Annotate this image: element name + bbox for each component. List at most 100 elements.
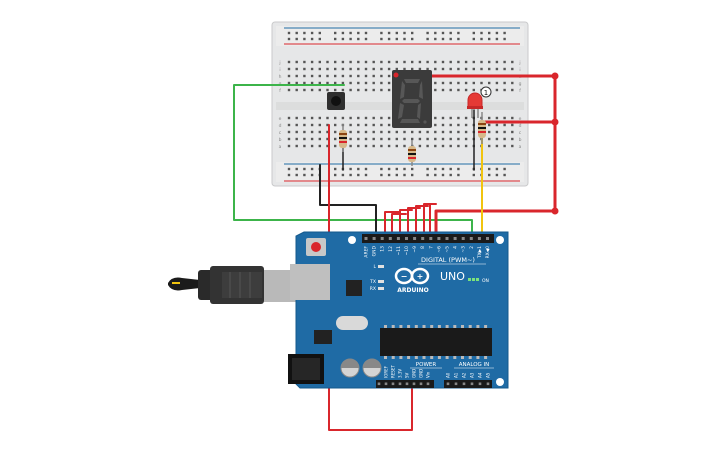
breadboard-hole xyxy=(364,123,368,127)
breadboard-hole xyxy=(403,60,406,64)
row-letter: j xyxy=(518,60,520,66)
rail-hole xyxy=(303,173,306,177)
breadboard-hole xyxy=(334,60,337,64)
header-pin[interactable] xyxy=(486,237,489,240)
power-pin-label: IOREF xyxy=(384,365,389,378)
breadboard-hole xyxy=(303,137,306,141)
breadboard-hole xyxy=(310,116,314,120)
rail-hole xyxy=(434,173,437,177)
header-pin[interactable] xyxy=(446,382,450,386)
bottom-header-holes xyxy=(377,382,490,386)
breadboard-hole xyxy=(503,81,506,85)
rail-hole xyxy=(287,167,291,171)
breadboard-hole xyxy=(503,144,506,148)
header-pin[interactable] xyxy=(478,382,482,386)
header-pin[interactable] xyxy=(419,382,423,386)
analog-pin-label: A3 xyxy=(470,372,475,378)
chip-pin xyxy=(422,325,426,328)
rail-hole xyxy=(503,167,506,171)
breadboard-hole xyxy=(411,67,414,71)
breadboard-hole xyxy=(357,130,360,134)
header-pin[interactable] xyxy=(380,237,384,240)
rail-hole xyxy=(318,31,321,35)
header-pin[interactable] xyxy=(413,237,417,240)
digital-pin-label: ~5 xyxy=(445,246,451,253)
header-pin[interactable] xyxy=(477,237,481,240)
breadboard-hole xyxy=(341,116,345,120)
header-pin[interactable] xyxy=(461,237,465,240)
header-pin[interactable] xyxy=(445,237,449,240)
header-pin[interactable] xyxy=(454,382,458,386)
breadboard-hole xyxy=(395,137,398,141)
rail-hole xyxy=(380,31,383,35)
rail-hole xyxy=(480,37,483,41)
breadboard-hole xyxy=(334,130,337,134)
header-pin[interactable] xyxy=(405,382,409,386)
digital-pin-label: 7 xyxy=(428,246,434,249)
breadboard-hole xyxy=(349,67,352,71)
analog-pin-label: A2 xyxy=(462,372,467,378)
header-pin[interactable] xyxy=(453,237,457,240)
chip-pin xyxy=(484,325,488,328)
header-pin[interactable] xyxy=(405,237,408,240)
breadboard-hole xyxy=(495,137,499,141)
breadboard-hole xyxy=(457,60,460,64)
reset-button-cap[interactable] xyxy=(311,242,321,252)
breadboard-hole xyxy=(295,130,298,134)
header-pin[interactable] xyxy=(364,237,368,240)
rail-hole xyxy=(334,167,337,171)
breadboard-hole xyxy=(287,137,291,141)
svg-text:+: + xyxy=(417,272,424,281)
breadboard-hole xyxy=(287,74,291,78)
chip-pin xyxy=(414,325,418,328)
header-pin[interactable] xyxy=(412,382,416,386)
header-pin[interactable] xyxy=(396,237,400,240)
breadboard-hole xyxy=(310,60,314,64)
rail-hole xyxy=(411,167,414,171)
red-wire-bundle-bottom xyxy=(434,209,557,240)
header-pin[interactable] xyxy=(469,237,473,240)
header-pin[interactable] xyxy=(429,237,433,240)
pushbutton[interactable] xyxy=(327,92,345,110)
header-pin[interactable] xyxy=(391,382,395,386)
breadboard-hole xyxy=(441,130,445,134)
breadboard-hole xyxy=(495,88,499,92)
rail-hole xyxy=(318,37,321,41)
header-pin[interactable] xyxy=(377,382,381,386)
breadboard-hole xyxy=(287,144,291,148)
header-pin[interactable] xyxy=(426,382,430,386)
arduino-logo-text: ARDUINO xyxy=(397,287,428,294)
breadboard-hole xyxy=(334,88,337,92)
row-letter: f xyxy=(279,88,281,94)
breadboard-hole xyxy=(287,67,291,71)
header-pin[interactable] xyxy=(372,237,376,240)
header-pin[interactable] xyxy=(437,237,441,240)
chip-pin xyxy=(468,325,472,328)
header-pin[interactable] xyxy=(421,237,425,240)
row-letter: d xyxy=(519,123,522,129)
header-pin[interactable] xyxy=(384,382,388,386)
header-pin[interactable] xyxy=(388,237,392,240)
chip-pin xyxy=(430,356,434,359)
led[interactable]: 1 xyxy=(467,86,492,118)
header-pin[interactable] xyxy=(398,382,402,386)
header-pin[interactable] xyxy=(486,382,490,386)
breadboard-hole xyxy=(464,116,468,120)
breadboard-hole xyxy=(349,130,352,134)
analog-header xyxy=(444,380,492,388)
breadboard-hole xyxy=(426,130,429,134)
power-pin-label: RESET xyxy=(391,365,396,378)
rail-hole xyxy=(341,173,345,177)
rail-hole xyxy=(411,31,414,35)
breadboard-hole xyxy=(395,130,398,134)
breadboard-hole xyxy=(488,60,491,64)
breadboard-hole xyxy=(434,116,437,120)
header-pin[interactable] xyxy=(470,382,474,386)
header-pin[interactable] xyxy=(462,382,466,386)
rail-hole xyxy=(387,37,391,41)
breadboard-hole xyxy=(341,88,345,92)
breadboard-hole xyxy=(295,74,298,78)
rail-hole xyxy=(334,173,337,177)
power-pin-label: Vin xyxy=(426,371,431,378)
breadboard-hole xyxy=(372,123,375,127)
